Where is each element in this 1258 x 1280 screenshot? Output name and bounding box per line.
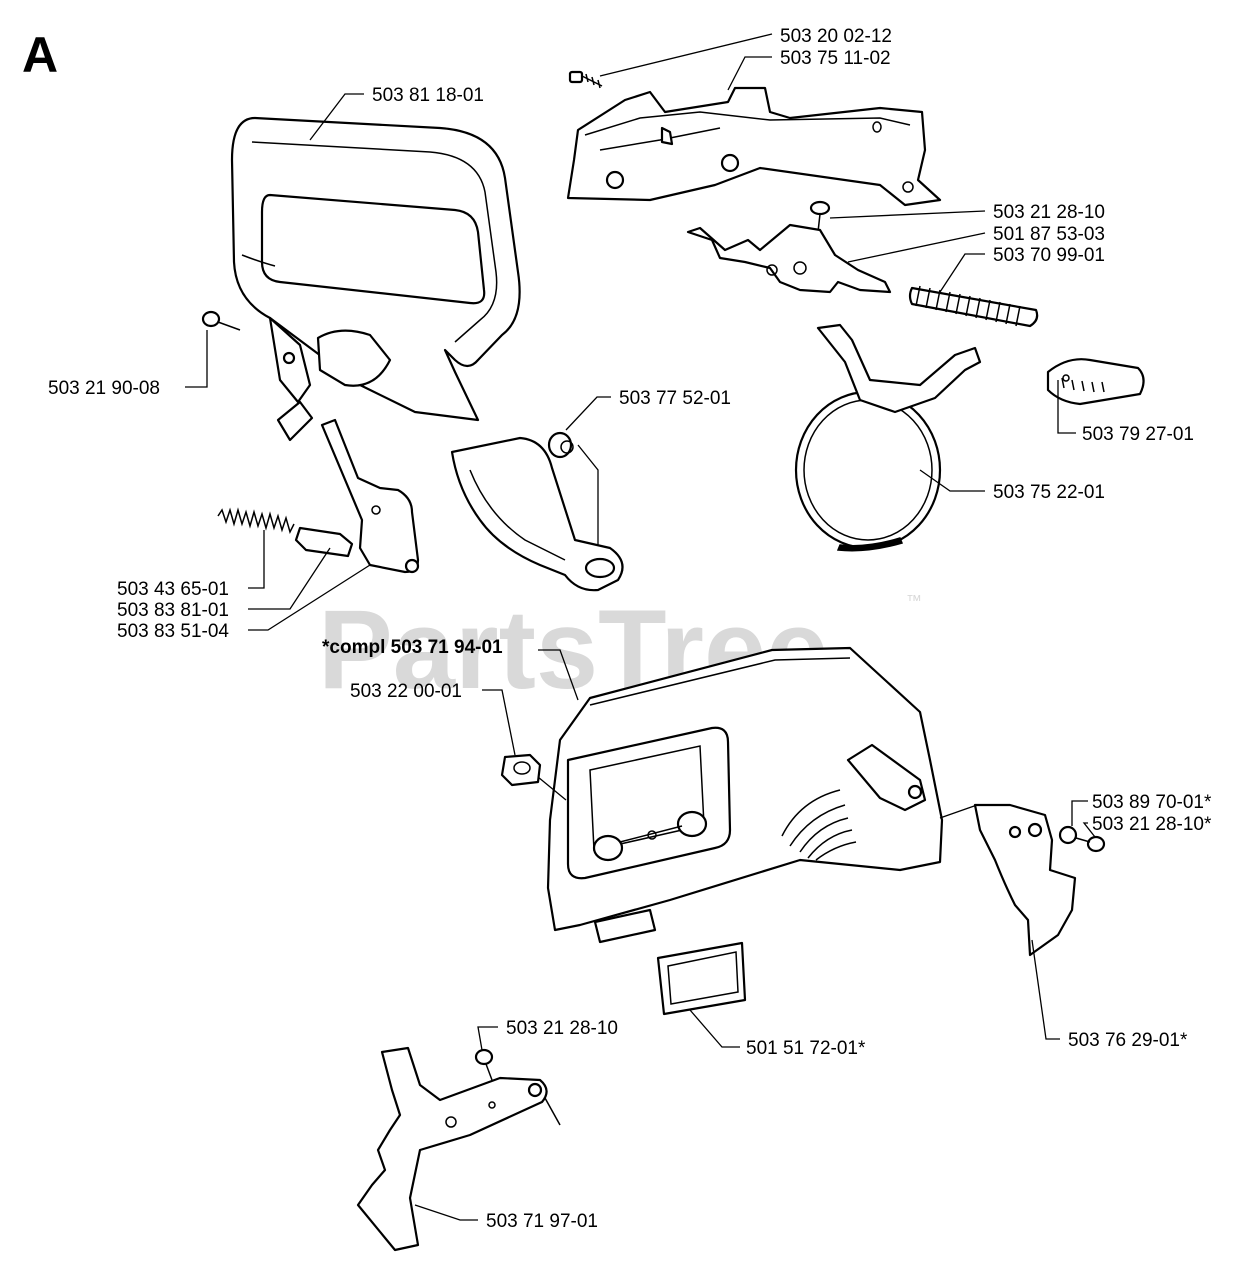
- label-compl-503-71-94-01: *compl 503 71 94-01: [322, 637, 503, 658]
- bushing-part: [547, 431, 574, 459]
- leader-lines: [185, 33, 1096, 1221]
- brake-band-part: [794, 323, 982, 552]
- lever-part: [320, 418, 420, 574]
- label-503-43-65-01: 503 43 65-01: [117, 579, 229, 600]
- screw-part-brake: [809, 200, 831, 233]
- clip-part: [1046, 358, 1145, 406]
- watermark-trademark: ™: [906, 593, 922, 610]
- label-503-22-00-01: 503 22 00-01: [350, 681, 462, 702]
- label-503-20-02-12: 503 20 02-12: [780, 26, 892, 47]
- label-503-21-90-08: 503 21 90-08: [48, 378, 160, 399]
- label-503-83-51-04: 503 83 51-04: [117, 621, 229, 642]
- label-503-83-81-01: 503 83 81-01: [117, 600, 229, 621]
- nut-part: [500, 753, 542, 787]
- spring-part-right: [908, 285, 1039, 328]
- chain-guide-part: [973, 803, 1077, 957]
- label-503-89-70-01: 503 89 70-01*: [1092, 792, 1212, 813]
- label-503-21-28-10-lower: 503 21 28-10: [506, 1018, 618, 1039]
- bumper-spike-part: [356, 1046, 561, 1252]
- label-503-21-28-10-star: 503 21 28-10*: [1092, 814, 1212, 835]
- spring-part-left: [217, 507, 295, 535]
- label-503-70-99-01: 503 70 99-01: [993, 245, 1105, 266]
- section-letter: A: [22, 27, 58, 83]
- label-503-76-29-01: 503 76 29-01*: [1068, 1030, 1188, 1051]
- label-503-77-52-01: 503 77 52-01: [619, 388, 731, 409]
- label-503-71-97-01: 503 71 97-01: [486, 1211, 598, 1232]
- pad-part: [656, 941, 747, 1016]
- hand-guard-part: [230, 116, 521, 442]
- clutch-cover-part: [546, 646, 944, 944]
- label-501-51-72-01: 501 51 72-01*: [746, 1038, 866, 1059]
- screw-part-lower: [474, 1048, 494, 1081]
- screw-part-left: [201, 310, 241, 331]
- label-503-21-28-10-top: 503 21 28-10: [993, 202, 1105, 223]
- label-501-87-53-03: 501 87 53-03: [993, 224, 1105, 245]
- brake-latch-part: [686, 223, 892, 294]
- label-503-79-27-01: 503 79 27-01: [1082, 424, 1194, 445]
- label-503-81-18-01: 503 81 18-01: [372, 85, 484, 106]
- top-cover-part: [566, 86, 942, 207]
- washer-screw-part: [1058, 825, 1106, 853]
- guard-arm-part: [450, 436, 624, 592]
- screw-part-top: [568, 70, 603, 89]
- label-503-75-11-02: 503 75 11-02: [780, 48, 891, 69]
- label-503-75-22-01: 503 75 22-01: [993, 482, 1105, 503]
- pin-part: [294, 526, 354, 558]
